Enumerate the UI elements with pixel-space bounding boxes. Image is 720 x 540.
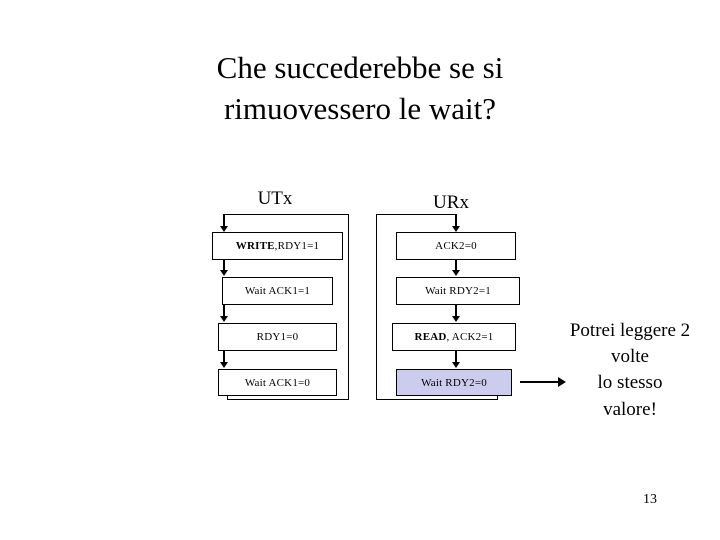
utx-loop-right-segment [348,214,349,400]
utx-connector-2-3 [223,305,225,318]
urx-step-3-box[interactable]: READ, ACK2=1 [392,323,516,351]
urx-arrowhead-2-3 [452,316,460,322]
urx-connector-2-3 [455,305,457,318]
urx-arrowhead-1-2 [452,270,460,276]
column-heading-urx: URx [433,192,469,213]
urx-entry-arrowhead [452,226,460,232]
urx-connector-3-4 [455,351,457,364]
utx-entry-connector [223,214,225,228]
urx-step-2-text: Wait RDY2=1 [425,285,491,297]
column-heading-utx: UTx [257,188,293,209]
utx-step-1-bold: WRITE [235,240,275,252]
page-number: 13 [643,492,657,507]
utx-step-2-box[interactable]: Wait ACK1=1 [222,277,333,305]
utx-loop-bottom-segment [227,399,349,400]
urx-connector-1-2 [455,260,457,272]
utx-loop-bottom-stub [227,394,228,400]
utx-arrowhead-1-2 [220,270,228,276]
utx-step-4-text: Wait ACK1=0 [244,376,311,389]
utx-connector-1-2 [223,260,225,272]
utx-step-2-text: Wait ACK1=1 [244,285,311,297]
urx-arrowhead-3-4 [452,362,460,368]
callout-arrow-shaft [520,381,560,383]
utx-connector-3-4 [223,351,225,364]
urx-step-3-bold: READ [414,331,447,343]
callout-arrow-head [558,377,566,387]
urx-entry-connector [455,214,457,228]
urx-step-1-box[interactable]: ACK2=0 [396,232,516,260]
urx-step-3-text: , ACK2=1 [446,331,494,343]
utx-step-3-box[interactable]: RDY1=0 [218,323,337,351]
urx-step-4-text: Wait RDY2=0 [421,376,487,389]
urx-step-1-text: ACK2=0 [435,240,477,252]
utx-step-1-box[interactable]: WRITE,RDY1=1 [212,232,343,260]
urx-step-2-box[interactable]: Wait RDY2=1 [396,277,520,305]
utx-step-1-text: ,RDY1=1 [274,240,320,252]
urx-loop-left-segment [376,214,377,400]
page-title: Che succederebbe se si rimuovessero le w… [216,50,504,126]
utx-step-3-text: RDY1=0 [256,331,299,343]
urx-step-4-box-highlighted[interactable]: Wait RDY2=0 [396,369,512,396]
utx-entry-arrowhead [220,226,228,232]
callout-caption: Potrei leggere 2 volte lo stesso valore! [569,320,691,420]
utx-arrowhead-3-4 [220,362,228,368]
utx-step-4-box[interactable]: Wait ACK1=0 [218,369,337,396]
urx-loop-bottom-stub [497,394,498,400]
utx-arrowhead-2-3 [220,316,228,322]
utx-loop-top-segment [224,214,349,215]
urx-loop-bottom-segment [376,399,498,400]
urx-loop-top-segment [376,214,456,215]
